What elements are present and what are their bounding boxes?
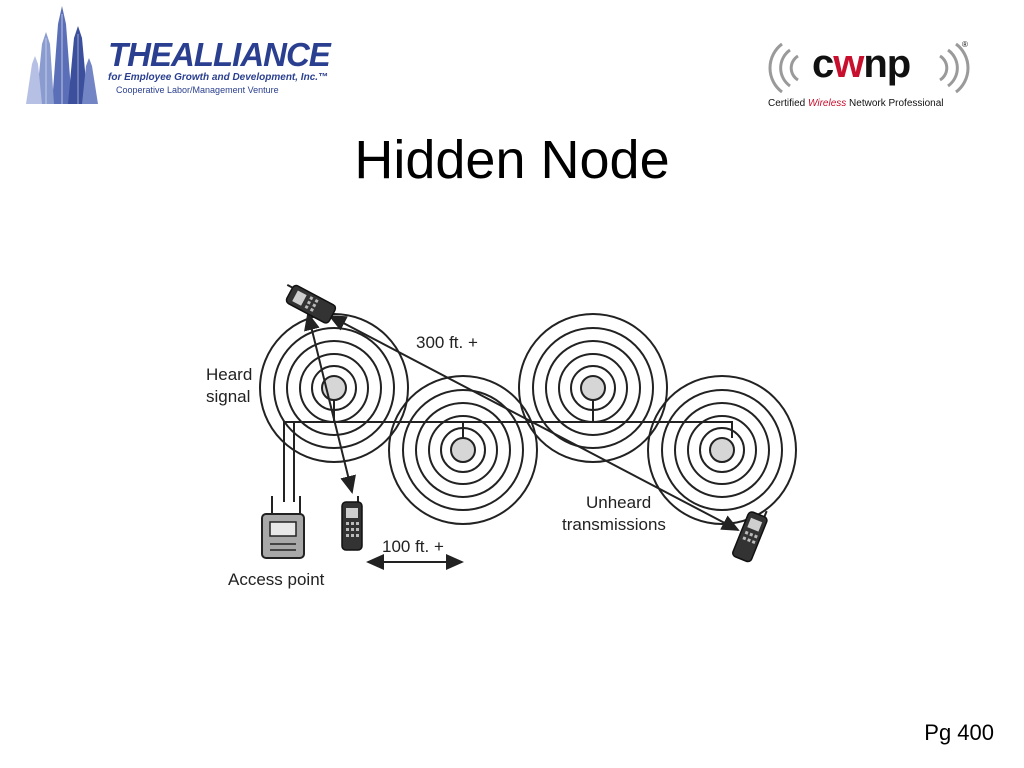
alliance-name: THEALLIANCE	[108, 36, 331, 73]
page-number: Pg 400	[924, 720, 994, 745]
mobile-phone-icon	[285, 283, 337, 324]
alliance-subtitle: for Employee Growth and Development, Inc…	[108, 72, 329, 83]
cwnp-wordmark: cwnp	[812, 42, 911, 86]
access-point-label: Access point	[228, 570, 325, 589]
range-100-label: 100 ft. +	[382, 537, 444, 556]
coverage-cell-3	[518, 313, 668, 463]
slide-title: Hidden Node	[354, 130, 670, 190]
heard-label-line1: Heard	[206, 365, 252, 384]
access-point-icon	[261, 496, 305, 559]
heard-label-line2: signal	[206, 387, 250, 406]
cwnp-tagline: Certified Wireless Network Professional	[768, 98, 944, 109]
coverage-cell-2	[388, 375, 538, 525]
registered-mark: ®	[962, 40, 968, 49]
coverage-cell-1	[259, 313, 409, 463]
cwnp-logo: cwnp ® Certified Wireless Network Profes…	[764, 38, 974, 114]
alliance-tagline: Cooperative Labor/Management Venture	[116, 85, 279, 95]
alliance-logo: THEALLIANCE for Employee Growth and Deve…	[22, 4, 331, 108]
mobile-phone-icon	[732, 510, 768, 563]
range-300-arrow	[328, 315, 740, 531]
range-300-label: 300 ft. +	[416, 333, 478, 352]
unheard-label-line1: Unheard	[586, 493, 651, 512]
alliance-towers-icon	[26, 6, 98, 104]
heard-signal-arrow	[304, 312, 356, 494]
unheard-label-line2: transmissions	[562, 515, 666, 534]
hidden-node-diagram: Heard signal 300 ft. + 100 ft. + Unheard…	[206, 283, 797, 589]
mobile-phone-icon	[341, 496, 363, 551]
cwnp-wave-icon	[768, 42, 970, 94]
coverage-cell-4	[647, 375, 797, 525]
